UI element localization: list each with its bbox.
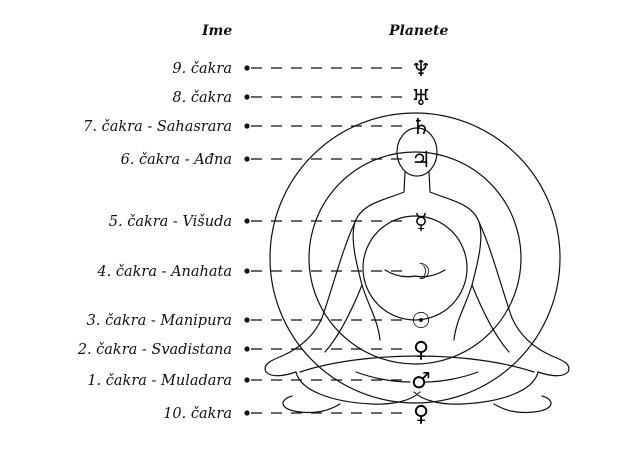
leader-dot [244, 346, 250, 352]
leader-dot [244, 377, 250, 383]
chakra-label: 9. čakra [172, 61, 232, 77]
chakra-label: 7. čakra - Sahasrara [83, 119, 232, 135]
pluto-icon: ♀ [413, 402, 429, 427]
leader-dot [244, 65, 250, 71]
leader-dot [244, 410, 250, 416]
leader-dot [244, 218, 250, 224]
chakra-label: 8. čakra [172, 90, 232, 106]
figure-feet [355, 371, 479, 383]
mars-icon: ♂ [411, 369, 431, 394]
leader-dot [244, 317, 250, 323]
chakra-rows: 9. čakra ♆ 8. čakra ♅ 7. čakra - Sahasrara ♄ 6… [77, 57, 431, 427]
aura-ring-inner [362, 215, 468, 321]
leader-dot [244, 268, 250, 274]
neptune-icon: ♆ [411, 57, 431, 82]
sun-icon: ☉ [411, 309, 431, 334]
figure-inner-arms [324, 284, 510, 353]
figure-neck [403, 171, 431, 193]
chakra-row: 2. čakra - Svadistana ♀ [77, 338, 429, 363]
chakra-label: 1. čakra - Muladara [87, 373, 232, 389]
chakra-row: 8. čakra ♅ [172, 86, 430, 111]
chakra-label: 10. čakra [163, 406, 232, 422]
saturn-icon: ♄ [411, 115, 431, 140]
header-name: Ime [201, 23, 232, 39]
figure-head [396, 127, 438, 177]
leader-dot [244, 123, 250, 129]
chakra-label: 3. čakra - Manipura [87, 313, 232, 329]
figure-chest [384, 269, 446, 278]
meditating-figure [264, 127, 570, 414]
chakra-label: 4. čakra - Anahata [96, 264, 232, 280]
jupiter-icon: ♃ [411, 148, 431, 173]
figure-legs [282, 355, 552, 414]
chakra-label: 2. čakra - Svadistana [77, 342, 232, 358]
header-planets: Planete [388, 23, 448, 39]
chakra-row: 6. čakra - Ađna ♃ [121, 148, 431, 173]
chakra-row: 10. čakra ♀ [163, 402, 429, 427]
mercury-icon: ☿ [414, 210, 428, 235]
chakra-label: 5. čakra - Višuda [109, 214, 232, 230]
chakra-row: 9. čakra ♆ [172, 57, 430, 82]
chakra-row: 7. čakra - Sahasrara ♄ [83, 115, 431, 140]
figure-hand-left [264, 355, 297, 377]
aura-ring-middle [308, 151, 522, 365]
venus-icon: ♀ [413, 338, 429, 363]
aura-ring-outer [269, 112, 561, 404]
chakra-row: 1. čakra - Muladara ♂ [87, 369, 431, 394]
figure-hand-right [537, 355, 570, 377]
chakra-row: 3. čakra - Manipura ☉ [87, 309, 431, 334]
moon-icon: ☽ [411, 260, 431, 285]
aura-rings [269, 112, 561, 404]
chakra-label: 6. čakra - Ađna [121, 152, 232, 168]
uranus-icon: ♅ [411, 86, 431, 111]
figure-arms [281, 221, 553, 357]
leader-dot [244, 94, 250, 100]
chakra-row: 4. čakra - Anahata ☽ [96, 260, 430, 285]
chakra-row: 5. čakra - Višuda ☿ [109, 210, 428, 235]
figure-torso [352, 191, 482, 341]
leader-dot [244, 156, 250, 162]
